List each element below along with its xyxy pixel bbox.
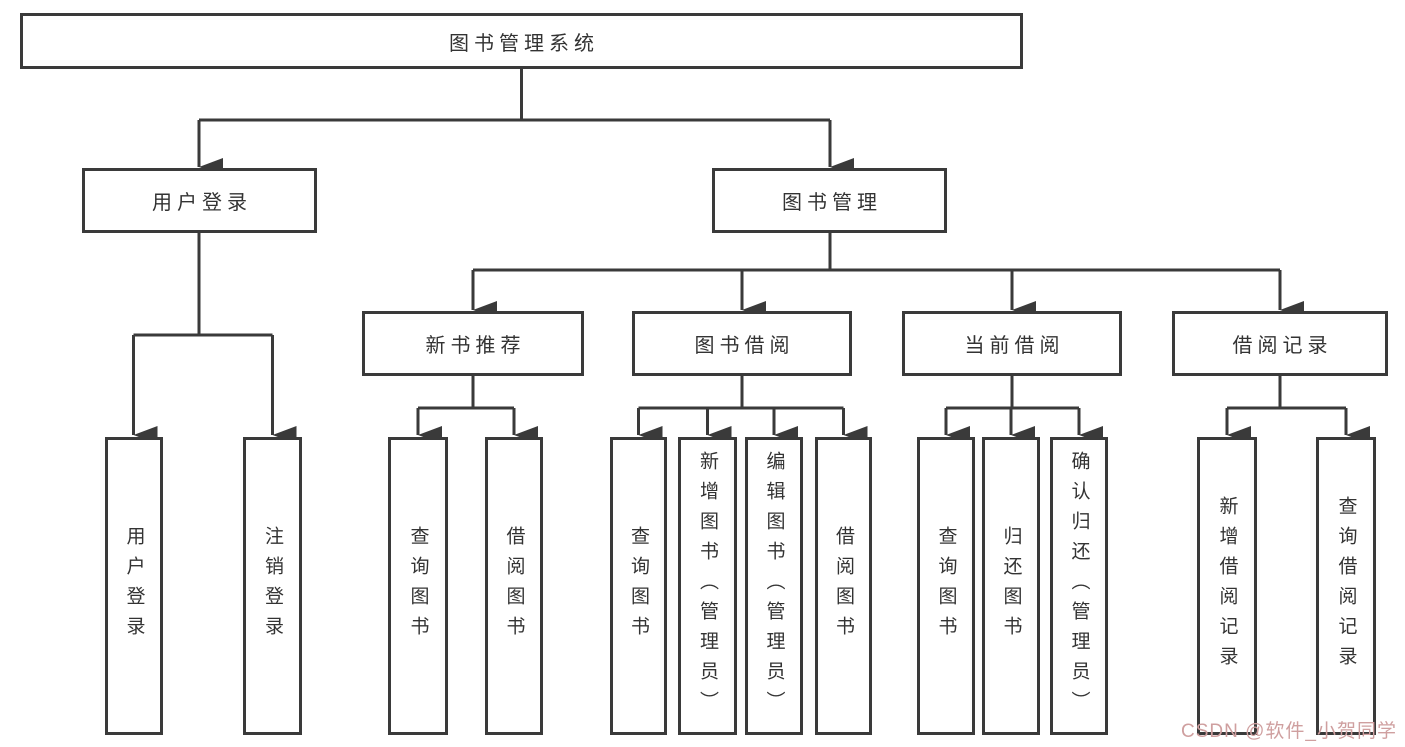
leaf-confirm-return-admin: 确认归还（管理员）: [1050, 437, 1108, 735]
node-user-login: 用户登录: [82, 168, 317, 233]
node-label: 用户登录: [123, 526, 145, 646]
node-label: 归还图书: [1000, 526, 1022, 646]
node-label: 借阅记录: [1232, 335, 1333, 357]
node-label: 查询借阅记录: [1335, 496, 1357, 676]
node-label: 查询图书: [407, 526, 429, 646]
node-label: 注销登录: [262, 526, 283, 646]
leaf-return-books: 归还图书: [982, 437, 1040, 735]
leaf-query-books: 查询图书: [388, 437, 448, 735]
leaf-user-login: 用户登录: [105, 437, 163, 735]
leaf-query-books: 查询图书: [610, 437, 667, 735]
node-label: 借阅图书: [503, 526, 525, 646]
leaf-query-books: 查询图书: [917, 437, 975, 735]
leaf-logout: 注销登录: [243, 437, 302, 735]
node-label: 查询图书: [628, 526, 649, 646]
node-label: 当前借阅: [964, 335, 1065, 357]
node-label: 新增借阅记录: [1216, 496, 1238, 676]
node-label: 查询图书: [935, 526, 957, 646]
node-current-borrowing: 当前借阅: [902, 311, 1122, 376]
node-label: 用户登录: [152, 192, 252, 214]
node-label: 图书管理: [782, 192, 882, 214]
leaf-borrow-books: 借阅图书: [485, 437, 543, 735]
node-book-borrowing: 图书借阅: [632, 311, 852, 376]
leaf-add-books-admin: 新增图书（管理员）: [678, 437, 737, 735]
node-borrowing-records: 借阅记录: [1172, 311, 1388, 376]
node-label: 编辑图书（管理员）: [763, 451, 785, 721]
node-new-book-recommendation: 新书推荐: [362, 311, 584, 376]
node-label: 确认归还（管理员）: [1068, 451, 1090, 721]
node-label: 借阅图书: [833, 526, 854, 646]
node-label: 图书借阅: [694, 335, 795, 357]
leaf-query-borrow-record: 查询借阅记录: [1316, 437, 1376, 735]
node-label: 图书管理系统: [449, 32, 599, 55]
csdn-watermark: CSDN @软件_小贺同学: [1181, 721, 1397, 742]
leaf-edit-books-admin: 编辑图书（管理员）: [745, 437, 803, 735]
leaf-add-borrow-record: 新增借阅记录: [1197, 437, 1257, 735]
node-book-management: 图书管理: [712, 168, 947, 233]
node-label: 新增图书（管理员）: [697, 451, 718, 721]
node-label: 新书推荐: [425, 335, 526, 357]
leaf-borrow-books: 借阅图书: [815, 437, 872, 735]
node-root-system: 图书管理系统: [20, 13, 1023, 69]
